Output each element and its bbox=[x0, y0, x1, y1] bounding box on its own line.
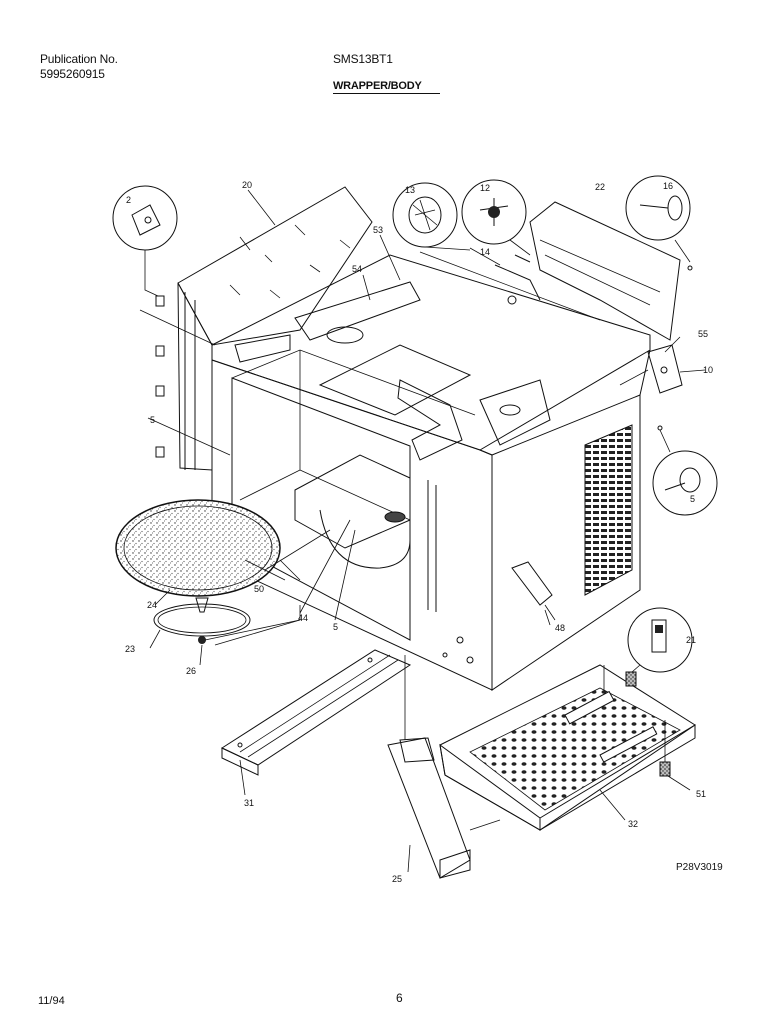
part-label-20: 20 bbox=[242, 180, 252, 190]
part-label-10: 10 bbox=[703, 365, 713, 375]
front-rail bbox=[220, 649, 412, 776]
side-channel bbox=[387, 655, 501, 879]
callout-21 bbox=[627, 607, 693, 673]
callout-16 bbox=[625, 175, 693, 271]
callout-5-right bbox=[652, 425, 718, 516]
model-number: SMS13BT1 bbox=[333, 52, 393, 66]
part-label-16: 16 bbox=[663, 181, 673, 191]
part-label-53: 53 bbox=[373, 225, 383, 235]
bracket-10 bbox=[619, 344, 683, 394]
part-label-14: 14 bbox=[480, 247, 490, 257]
air-duct bbox=[234, 281, 463, 461]
part-label-2: 2 bbox=[126, 195, 131, 205]
part-label-51: 51 bbox=[696, 789, 706, 799]
back-panel bbox=[419, 201, 681, 341]
part-label-25: 25 bbox=[392, 874, 402, 884]
part-label-50: 50 bbox=[254, 584, 264, 594]
part-label-24: 24 bbox=[147, 600, 157, 610]
part-label-22: 22 bbox=[595, 182, 605, 192]
part-label-55: 55 bbox=[698, 329, 708, 339]
drawing-code: P28V3019 bbox=[676, 862, 723, 873]
page-number: 6 bbox=[396, 991, 403, 1005]
part-label-5-left: 5 bbox=[150, 415, 155, 425]
turntable-assembly bbox=[115, 499, 301, 644]
bottom-plate bbox=[439, 664, 696, 831]
callout-2 bbox=[112, 185, 178, 297]
part-label-12: 12 bbox=[480, 183, 490, 193]
part-label-44: 44 bbox=[298, 613, 308, 623]
bracket-48 bbox=[511, 561, 556, 621]
part-label-5-right: 5 bbox=[690, 494, 695, 504]
part-label-48: 48 bbox=[555, 623, 565, 633]
part-label-54: 54 bbox=[352, 264, 362, 274]
part-label-5-center: 5 bbox=[333, 622, 338, 632]
part-label-21: 21 bbox=[686, 635, 696, 645]
callout-13 bbox=[392, 182, 471, 251]
publication-date: 11/94 bbox=[38, 995, 65, 1007]
section-title: WRAPPER/BODY bbox=[333, 80, 422, 92]
callout-12 bbox=[461, 179, 531, 256]
publication-number: 5995260915 bbox=[40, 67, 105, 81]
section-underline bbox=[333, 93, 440, 94]
part-label-31: 31 bbox=[244, 798, 254, 808]
part-label-13: 13 bbox=[405, 185, 415, 195]
part-label-23: 23 bbox=[125, 644, 135, 654]
leader-lines bbox=[147, 189, 706, 873]
publication-label: Publication No. bbox=[40, 52, 118, 66]
part-label-32: 32 bbox=[628, 819, 638, 829]
part-label-26: 26 bbox=[186, 666, 196, 676]
